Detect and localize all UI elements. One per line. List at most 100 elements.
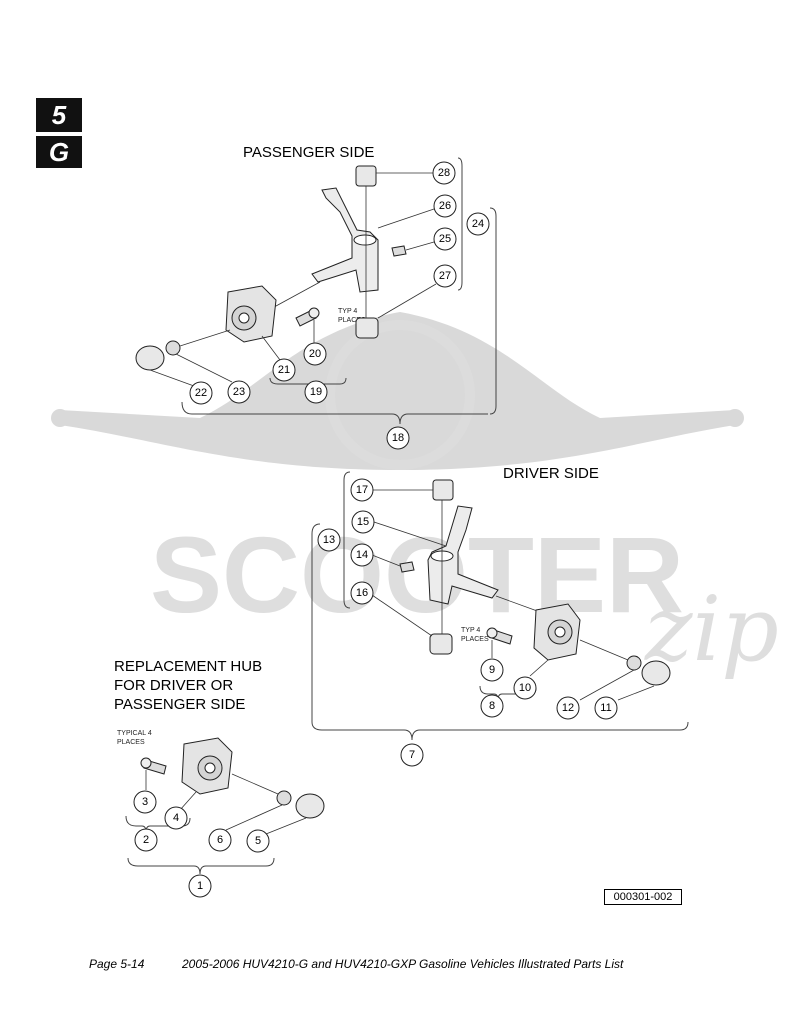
brace-passenger-right (489, 207, 497, 415)
callout-27: 27 (433, 264, 457, 288)
watermark-emblem (325, 320, 475, 470)
svg-text:28: 28 (438, 167, 450, 179)
callout-14: 14 (350, 543, 374, 567)
callout-17: 17 (350, 478, 374, 502)
callout-19: 19 (304, 380, 328, 404)
callout-18: 18 (386, 426, 410, 450)
callout-15: 15 (351, 510, 375, 534)
callout-28: 28 (432, 161, 456, 185)
nut-part (165, 340, 181, 356)
callout-4: 4 (164, 806, 188, 830)
svg-text:1: 1 (197, 880, 203, 892)
section-tab-number: 5 (36, 98, 82, 132)
dust-cap-part (295, 793, 325, 819)
callout-8: 8 (480, 694, 504, 718)
brace-passenger-bottom (181, 401, 488, 425)
bushing-bottom-part (355, 317, 379, 339)
callout-24: 24 (466, 212, 490, 236)
callout-7: 7 (400, 743, 424, 767)
dust-cap-part (641, 660, 671, 686)
svg-text:12: 12 (562, 702, 574, 714)
callout-16: 16 (350, 581, 374, 605)
callout-10: 10 (513, 676, 537, 700)
bushing-top-part (355, 165, 377, 187)
footer-page-number: Page 5-14 (89, 957, 145, 971)
note-typ4-passenger-2: PLACES (338, 317, 366, 324)
svg-text:24: 24 (472, 218, 484, 230)
callout-6: 6 (208, 828, 232, 852)
callout-2: 2 (134, 828, 158, 852)
svg-text:25: 25 (439, 233, 451, 245)
callout-11: 11 (594, 696, 618, 720)
nut-part (276, 790, 292, 806)
callout-13: 13 (317, 528, 341, 552)
watermark: SCOOTER zip (51, 312, 779, 682)
svg-text:6: 6 (217, 834, 223, 846)
svg-text:21: 21 (278, 364, 290, 376)
brace-driver-left (343, 471, 351, 609)
callout-23: 23 (227, 380, 251, 404)
note-typ4-driver-1: TYP 4 (461, 627, 480, 634)
brace-replacement-hub (127, 857, 275, 875)
passenger-side-assembly (135, 165, 407, 371)
driver-side-assembly (399, 479, 671, 686)
svg-text:10: 10 (519, 682, 531, 694)
note-typ4-driver-2: PLACES (461, 636, 489, 643)
note-typ4-passenger-1: TYP 4 (338, 308, 357, 315)
callout-25: 25 (433, 227, 457, 251)
callout-5: 5 (246, 829, 270, 853)
callout-3: 3 (133, 790, 157, 814)
callout-9: 9 (480, 658, 504, 682)
note-typical4-2: PLACES (117, 739, 145, 746)
heading-passenger-side: PASSENGER SIDE (243, 144, 374, 161)
svg-text:5: 5 (255, 835, 261, 847)
note-typical4-1: TYPICAL 4 (117, 730, 152, 737)
callout-1: 1 (188, 874, 212, 898)
watermark-text: SCOOTER (150, 514, 684, 635)
callout-22: 22 (189, 381, 213, 405)
svg-text:15: 15 (357, 516, 369, 528)
callout-26: 26 (433, 194, 457, 218)
svg-text:4: 4 (173, 812, 179, 824)
svg-text:23: 23 (233, 386, 245, 398)
grease-fitting-part (399, 561, 415, 573)
svg-text:7: 7 (409, 749, 415, 761)
brace-driver-outer (311, 523, 689, 741)
svg-text:13: 13 (323, 534, 335, 546)
bushing-bottom-part (429, 633, 453, 655)
watermark-bar-shape (60, 312, 735, 470)
svg-text:22: 22 (195, 387, 207, 399)
svg-text:17: 17 (356, 484, 368, 496)
figure-number: 000301-002 (604, 889, 682, 905)
svg-text:19: 19 (310, 386, 322, 398)
svg-text:2: 2 (143, 834, 149, 846)
svg-text:9: 9 (489, 664, 495, 676)
spindle-part (427, 505, 499, 605)
svg-text:8: 8 (489, 700, 495, 712)
callout-12: 12 (556, 696, 580, 720)
heading-driver-side: DRIVER SIDE (503, 465, 599, 482)
svg-text:20: 20 (309, 348, 321, 360)
leader-lines (145, 172, 655, 835)
section-tab-letter: G (36, 136, 82, 168)
callout-20: 20 (303, 342, 327, 366)
callout-21: 21 (272, 358, 296, 382)
svg-text:27: 27 (439, 270, 451, 282)
svg-text:16: 16 (356, 587, 368, 599)
replacement-hub-assembly (140, 737, 325, 819)
footer-document-title: 2005-2006 HUV4210-G and HUV4210-GXP Gaso… (182, 957, 624, 971)
svg-text:14: 14 (356, 549, 368, 561)
svg-text:11: 11 (600, 702, 611, 714)
svg-text:18: 18 (392, 432, 404, 444)
spindle-part (311, 187, 379, 293)
grease-fitting-part (391, 245, 407, 257)
heading-replacement-hub-line2: FOR DRIVER OR (114, 677, 233, 694)
heading-replacement-hub-line1: REPLACEMENT HUB (114, 658, 262, 675)
svg-text:3: 3 (142, 796, 148, 808)
bushing-top-part (432, 479, 454, 501)
brace-passenger-upper (457, 157, 463, 291)
svg-text:26: 26 (439, 200, 451, 212)
dust-cap-part (135, 345, 165, 371)
heading-replacement-hub-line3: PASSENGER SIDE (114, 696, 245, 713)
